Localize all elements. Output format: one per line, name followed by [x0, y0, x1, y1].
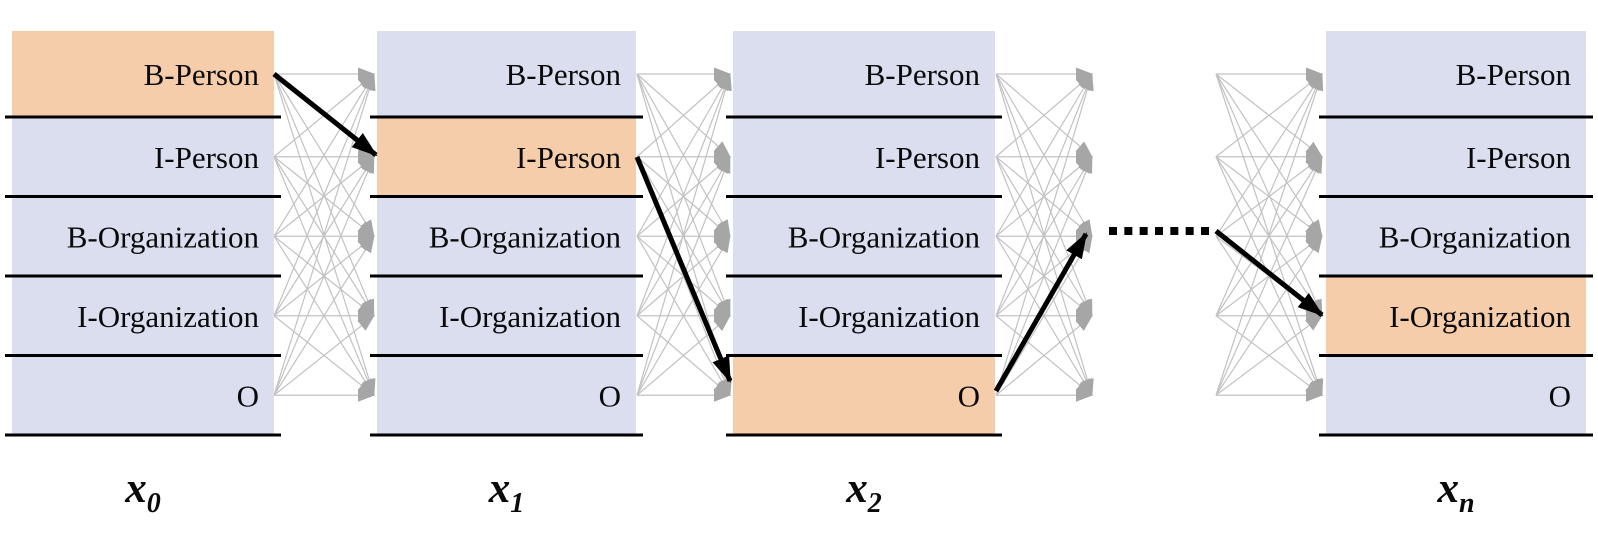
path-arrow-2: [993, 232, 1089, 393]
cell-xn-O: [1326, 355, 1586, 435]
transition-line: [995, 155, 1093, 396]
cell-label-x2-B-Person: B-Person: [865, 57, 981, 92]
ellipsis-dots: [1109, 227, 1209, 235]
token-label-x0: x0: [124, 465, 161, 519]
tag-columns: B-PersonI-PersonB-OrganizationI-Organiza…: [5, 31, 1593, 437]
column-x2: B-PersonI-PersonB-OrganizationI-Organiza…: [726, 31, 1002, 437]
transition-bundles: [273, 67, 1324, 402]
transition-line: [273, 73, 376, 396]
ellipsis-dot: [1170, 227, 1179, 235]
cell-x0-O: [12, 355, 274, 435]
cell-xn-I-Organization-highlighted: [1326, 276, 1586, 356]
transition-line: [1215, 315, 1323, 396]
path-arrow-3: [1214, 229, 1324, 317]
cell-label-xn-B-Person: B-Person: [1456, 57, 1572, 92]
path-arrow-0: [272, 72, 378, 157]
transition-line: [1215, 73, 1323, 237]
cell-label-x2-O: O: [958, 378, 980, 413]
cell-label-xn-O: O: [1549, 378, 1571, 413]
transition-bundle-3: [1215, 67, 1324, 402]
cell-label-x2-I-Organization: I-Organization: [798, 299, 980, 334]
column-x0: B-PersonI-PersonB-OrganizationI-Organiza…: [5, 31, 281, 437]
column-xn: B-PersonI-PersonB-OrganizationI-Organiza…: [1319, 31, 1593, 437]
transition-line: [995, 73, 1093, 316]
column-x1: B-PersonI-PersonB-OrganizationI-Organiza…: [370, 31, 643, 437]
cell-label-x0-I-Person: I-Person: [154, 140, 260, 175]
transition-bundle-2: [995, 67, 1094, 402]
cell-label-xn-B-Organization: B-Organization: [1379, 219, 1572, 254]
transition-line: [273, 315, 375, 396]
cell-label-x1-B-Organization: B-Organization: [429, 219, 622, 254]
cell-x2-I-Person: [733, 117, 995, 197]
cell-xn-I-Person: [1326, 117, 1586, 197]
path-arrow-1: [634, 156, 733, 383]
token-label-x2: x2: [845, 465, 882, 519]
cell-x2-B-Organization: [733, 196, 995, 276]
cell-x1-I-Person-highlighted: [377, 117, 636, 197]
ellipsis-dot: [1124, 227, 1133, 235]
token-labels: x0 x1 x2 xn: [124, 465, 1474, 519]
cell-x2-O-highlighted: [733, 355, 995, 435]
ellipsis-dot: [1185, 227, 1194, 235]
selected-path-arrows: [272, 72, 1324, 393]
transition-line: [636, 73, 731, 158]
cell-x2-B-Person: [733, 31, 995, 117]
transition-line: [995, 235, 1093, 396]
cell-x1-I-Organization: [377, 276, 636, 356]
transition-line: [1215, 73, 1323, 316]
cell-x1-B-Person: [377, 31, 636, 117]
transition-line: [1215, 73, 1324, 396]
ellipsis-dot: [1109, 227, 1117, 235]
transition-line: [995, 315, 1093, 396]
cell-label-x0-O: O: [237, 378, 259, 413]
transition-line: [273, 73, 375, 237]
cell-x0-I-Organization: [12, 276, 274, 356]
cell-label-x2-B-Organization: B-Organization: [788, 219, 981, 254]
transition-line: [636, 315, 731, 396]
cell-label-x0-B-Person: B-Person: [144, 57, 260, 92]
transition-line: [636, 73, 732, 396]
transition-line: [995, 73, 1093, 237]
cell-label-xn-I-Person: I-Person: [1466, 140, 1572, 175]
token-label-xn: xn: [1436, 465, 1474, 519]
cell-x0-I-Person: [12, 117, 274, 197]
cell-xn-B-Person: [1326, 31, 1586, 117]
cell-label-x2-I-Person: I-Person: [875, 140, 981, 175]
ellipsis-dot: [1155, 227, 1163, 235]
cell-x2-I-Organization: [733, 276, 995, 356]
cell-x0-B-Organization: [12, 196, 274, 276]
transition-line: [273, 73, 375, 316]
cell-label-x1-B-Person: B-Person: [506, 57, 622, 92]
transition-line: [273, 155, 375, 396]
ellipsis-dot: [1201, 227, 1209, 235]
token-label-x1: x1: [488, 465, 525, 519]
cell-label-x0-I-Organization: I-Organization: [77, 299, 259, 334]
cell-x0-B-Person-highlighted: [12, 31, 274, 117]
transition-line: [636, 155, 731, 396]
cell-label-xn-I-Organization: I-Organization: [1389, 299, 1571, 334]
transition-line: [995, 73, 1094, 396]
transition-line: [1215, 73, 1323, 158]
cell-x1-B-Organization: [377, 196, 636, 276]
cell-label-x1-I-Organization: I-Organization: [439, 299, 621, 334]
transition-line: [1215, 235, 1323, 396]
cell-label-x1-I-Person: I-Person: [516, 140, 622, 175]
transition-line: [273, 235, 375, 396]
transition-line: [636, 73, 731, 316]
ellipsis-dot: [1139, 227, 1148, 235]
transition-line: [1215, 156, 1323, 237]
cell-x1-O: [377, 355, 636, 435]
cell-label-x0-B-Organization: B-Organization: [67, 219, 260, 254]
transition-line: [995, 73, 1093, 158]
transition-line: [273, 156, 375, 237]
transition-line: [636, 73, 731, 237]
transition-line: [636, 235, 731, 396]
cell-xn-B-Organization: [1326, 196, 1586, 276]
cell-label-x1-O: O: [599, 378, 621, 413]
transition-bundle-0: [273, 67, 376, 402]
